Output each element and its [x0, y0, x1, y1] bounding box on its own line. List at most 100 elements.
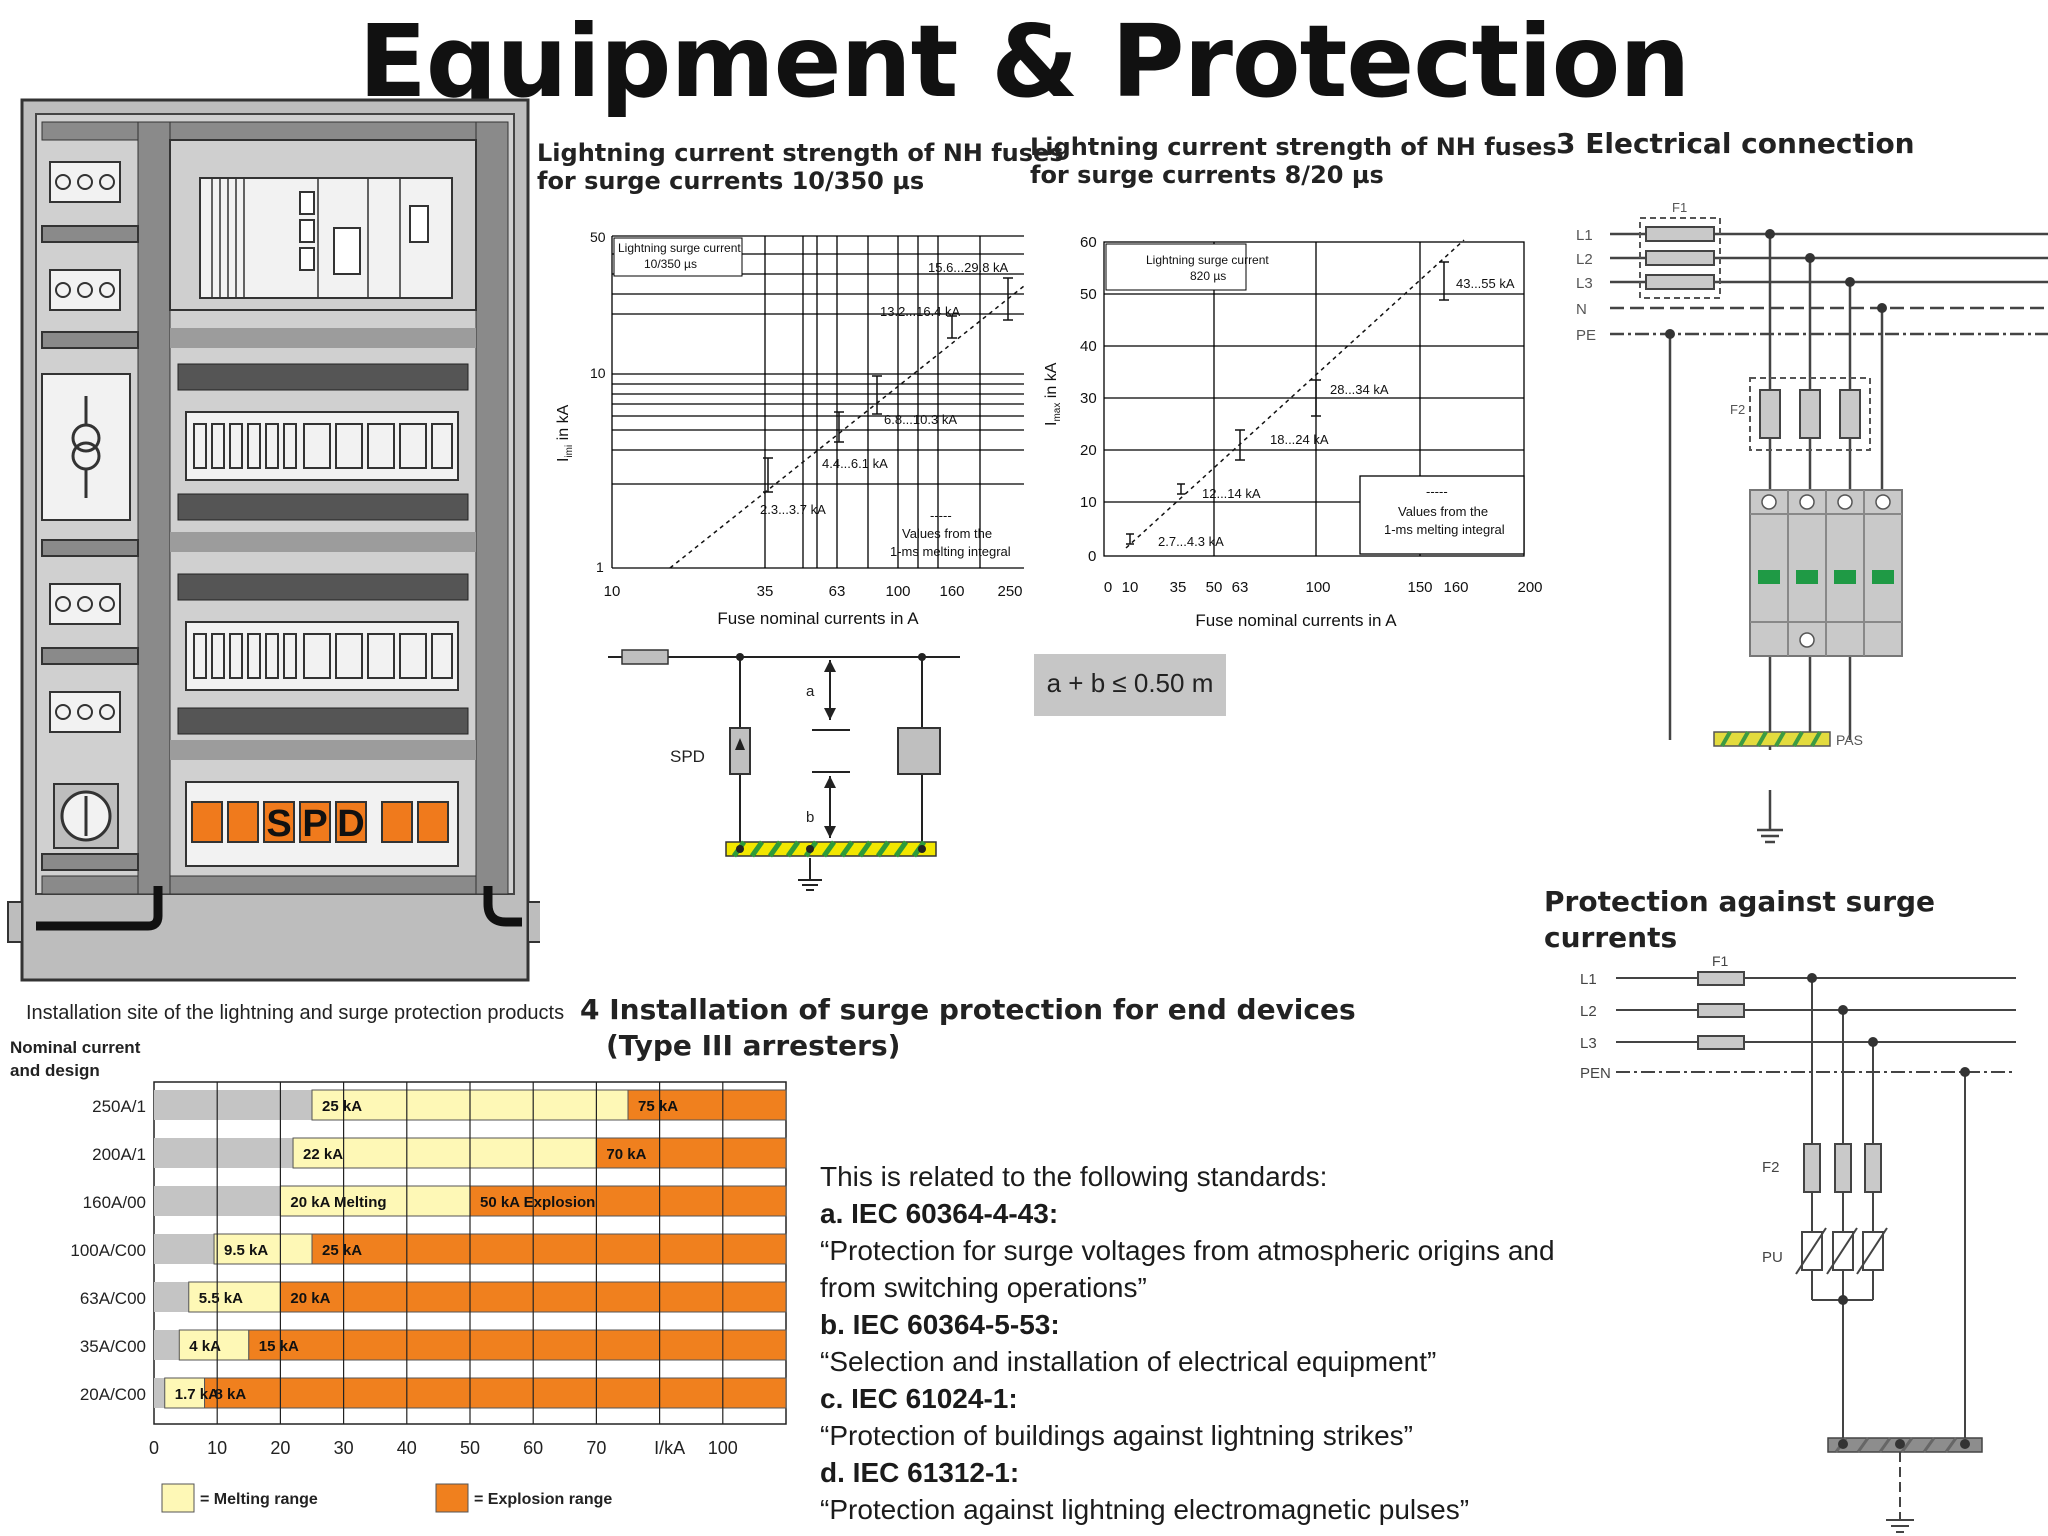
spd-label: SPD [670, 747, 705, 766]
bar-x-tick: 60 [523, 1438, 543, 1458]
chart-left-xlabel: Fuse nominal currents in A [717, 609, 919, 628]
bar-explosion [248, 1329, 787, 1361]
bar-melting-label: 25 kA [322, 1098, 362, 1115]
chart-right-ytick: 60 [1080, 234, 1097, 251]
distance-b-label: b [806, 809, 814, 826]
chart-right-ytick: 20 [1080, 442, 1097, 459]
chart-left-note-dash: ----- [930, 508, 952, 523]
chart-right-xtick: 150 [1407, 579, 1432, 596]
cabinet-illustration: S P D [7, 98, 540, 982]
bar-category-label: 100A/C00 [70, 1241, 146, 1260]
transformer-icon [71, 396, 101, 498]
chart-right-ytick: 50 [1080, 286, 1097, 303]
bar-x-tick: I/kA [654, 1438, 685, 1458]
chart-right-title-line2: for surge currents 8/20 µs [1030, 161, 1384, 189]
bar-x-tick: 10 [207, 1438, 227, 1458]
page-title: Equipment & Protection [358, 3, 1691, 120]
chart-right: Lightning surge current 820 µs 2.7...4.3… [1043, 234, 1543, 630]
bar-x-tick: 40 [397, 1438, 417, 1458]
chart-right-point-label: 43...55 kA [1456, 276, 1515, 291]
chart-left-ytick: 10 [590, 365, 606, 381]
chart-left-xtick: 160 [939, 583, 964, 600]
chart-right-ylabel-sub: max [1052, 403, 1063, 422]
terminal-block-icon [49, 161, 121, 733]
fuse-f1-label: F1 [1672, 200, 1687, 215]
bar-explosion [204, 1377, 787, 1409]
chart-left-xtick: 10 [604, 583, 621, 600]
surge-pu-label: PU [1762, 1249, 1783, 1266]
legend-melting-swatch [161, 1483, 195, 1513]
bar-explosion [469, 1185, 787, 1217]
bar-background [154, 1234, 219, 1264]
bar-chart-ylabel: Nominal current and design [10, 1036, 140, 1082]
bar-explosion [311, 1233, 787, 1265]
chart-right-legend-line2: 820 µs [1190, 269, 1226, 283]
chart-right-xtick: 35 [1170, 579, 1187, 596]
standards-block: This is related to the following standar… [820, 1158, 1580, 1528]
chart-right-ylabel-rest: in kA [1043, 362, 1060, 402]
bar-category-label: 250A/1 [92, 1097, 146, 1116]
chart-left-ylabel-sub: imi [564, 445, 575, 458]
main-switch-icon [60, 790, 112, 842]
chart-left-point-label: 15.6...29.8 kA [928, 260, 1009, 275]
bar-melting-label: 5.5 kA [199, 1290, 243, 1307]
svg-text:Iimi in kA: Iimi in kA [555, 404, 575, 462]
standard-code-d: d. IEC 61312-1: [820, 1457, 1020, 1488]
bar-x-tick: 100 [708, 1438, 738, 1458]
pen-line-label-l2: L2 [1580, 1003, 1597, 1020]
line-label-n: N [1576, 301, 1587, 318]
bar-background [154, 1090, 316, 1120]
chart-left-point-label: 2.3...3.7 kA [760, 502, 826, 517]
bar-category-label: 35A/C00 [80, 1337, 146, 1356]
chart-left-point-label: 4.4...6.1 kA [822, 456, 888, 471]
chart-left-title-line1: Lightning current strength of NH fuses [537, 139, 1064, 167]
spd-letter-d: D [337, 803, 364, 845]
bar-x-tick: 0 [149, 1438, 159, 1458]
pen-line-label-pen: PEN [1580, 1065, 1611, 1082]
end-devices-title-line2: (Type III arresters) [606, 1029, 901, 1062]
chart-left-note-line2: 1-ms melting integral [890, 544, 1011, 559]
bar-melting-label: 4 kA [189, 1338, 221, 1355]
bar-x-tick: 50 [460, 1438, 480, 1458]
pen-line-label-l1: L1 [1580, 971, 1597, 988]
chart-right-point-label: 2.7...4.3 kA [1158, 534, 1224, 549]
chart-right-ytick: 30 [1080, 390, 1097, 407]
line-label-l1: L1 [1576, 227, 1593, 244]
chart-right-xtick: 0 [1104, 579, 1112, 596]
end-devices-title-line1: 4 Installation of surge protection for e… [580, 993, 1356, 1026]
surge-protection-diagram: L1 L2 L3 PEN F1 F2 PU [1580, 953, 2016, 1533]
chart-right-title-line1: Lightning current strength of NH fuses [1030, 133, 1557, 161]
surge-f1-label: F1 [1712, 953, 1729, 969]
legend-explosion-label: = Explosion range [474, 1491, 612, 1508]
bar-melting [178, 1329, 250, 1361]
chart-right-ytick: 40 [1080, 338, 1097, 355]
spd-modules [191, 801, 449, 843]
chart-right-xtick: 50 [1206, 579, 1223, 596]
bar-category-label: 63A/C00 [80, 1289, 146, 1308]
bar-background [154, 1138, 298, 1168]
distance-rule-box [1034, 654, 1226, 716]
svg-text:Imax in kA: Imax in kA [1043, 362, 1063, 426]
chart-right-legend-line1: Lightning surge current [1146, 253, 1269, 267]
standards-intro: This is related to the following standar… [820, 1161, 1328, 1192]
distance-a-label: a [806, 683, 815, 700]
chart-right-xlabel: Fuse nominal currents in A [1195, 611, 1397, 630]
chart-left-point-label: 6.8...10.3 kA [884, 412, 957, 427]
bar-x-tick: 20 [270, 1438, 290, 1458]
chart-right-point-label: 28...34 kA [1330, 382, 1389, 397]
chart-left-ytick: 50 [590, 229, 606, 245]
chart-left-legend-line2: 10/350 µs [644, 257, 697, 271]
bar-background [154, 1282, 193, 1312]
chart-left-point-label: 13.2...16.4 kA [880, 304, 961, 319]
bar-melting-label: 1.7 kA [175, 1386, 219, 1403]
chart-left-xtick: 250 [997, 583, 1022, 600]
chart-right-point-label: 12...14 kA [1202, 486, 1261, 501]
bar-explosion-label: 20 kA [290, 1290, 330, 1307]
bar-chart-ylabel-line1: Nominal current [10, 1038, 141, 1057]
fuse-f2-label: F2 [1730, 402, 1745, 417]
standard-desc-a-line2: from switching operations” [820, 1272, 1147, 1303]
chart-right-xtick: 200 [1517, 579, 1542, 596]
pas-label: PAS [1836, 732, 1863, 748]
chart-right-note-dash: ----- [1426, 484, 1448, 499]
